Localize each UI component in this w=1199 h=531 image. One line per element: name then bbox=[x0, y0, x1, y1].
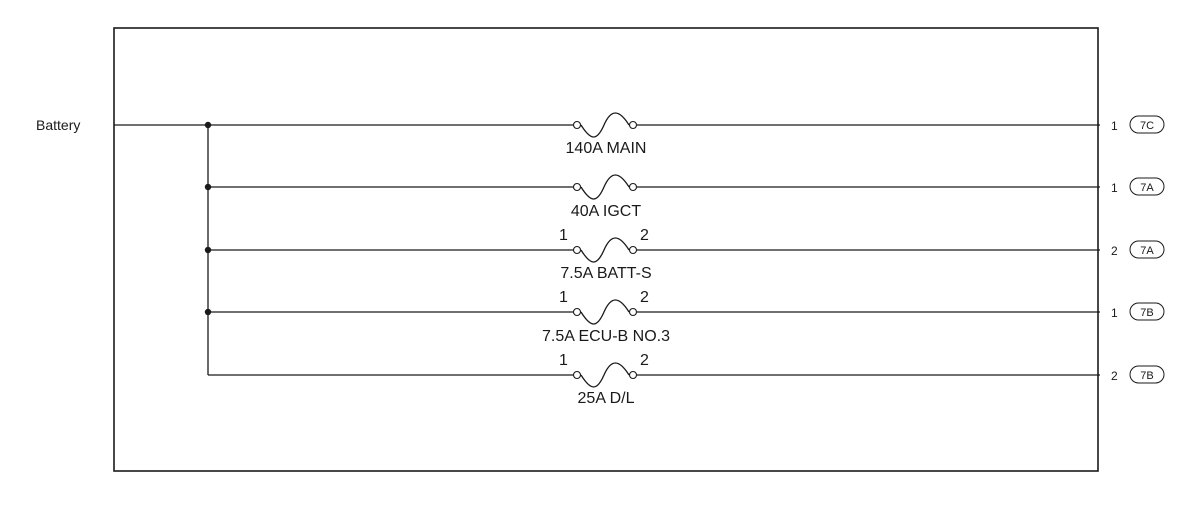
connector-pin: 2 bbox=[1111, 244, 1118, 258]
connector-id: 7C bbox=[1140, 120, 1154, 132]
fuse-icon bbox=[580, 174, 630, 200]
connector-id: 7A bbox=[1140, 182, 1154, 194]
connector-badge bbox=[1129, 115, 1165, 134]
fuse-terminal-in bbox=[572, 307, 582, 317]
connector-pin: 1 bbox=[1111, 306, 1118, 320]
fuse-label: 40A IGCT bbox=[571, 203, 641, 220]
fuse-terminal-out bbox=[628, 182, 638, 192]
fuse-label: 25A D/L bbox=[578, 390, 635, 407]
fuse-icon bbox=[580, 237, 630, 263]
fuse-label: 140A MAIN bbox=[566, 140, 647, 157]
fuse-terminal-in bbox=[572, 120, 582, 130]
connector-badge bbox=[1129, 365, 1165, 384]
fuse-pin-in: 1 bbox=[559, 227, 568, 244]
fuse-terminal-in bbox=[572, 182, 582, 192]
connector-pin: 2 bbox=[1111, 369, 1118, 383]
circuit-25a-dl: 1 2 25A D/L 2 7B bbox=[208, 352, 1165, 407]
connector-badge bbox=[1129, 302, 1165, 321]
circuit-140a-main: 140A MAIN 1 7C bbox=[204, 112, 1165, 157]
fuse-label: 7.5A BATT-S bbox=[560, 265, 651, 282]
fuse-pin-out: 2 bbox=[640, 227, 649, 244]
connector-badge bbox=[1129, 177, 1165, 196]
fuse-terminal-out bbox=[628, 245, 638, 255]
fuse-label: 7.5A ECU-B NO.3 bbox=[542, 328, 670, 345]
fuse-icon bbox=[580, 362, 630, 388]
fuse-icon bbox=[580, 299, 630, 325]
circuit-7-5a-ecu-b-no3: 1 2 7.5A ECU-B NO.3 1 7B bbox=[204, 289, 1165, 345]
circuit-40a-igct: 40A IGCT 1 7A bbox=[204, 174, 1165, 220]
connector-id: 7B bbox=[1140, 370, 1153, 382]
fuse-icon bbox=[580, 112, 630, 138]
fuse-pin-in: 1 bbox=[559, 352, 568, 369]
fuse-terminal-in bbox=[572, 245, 582, 255]
connector-pin: 1 bbox=[1111, 181, 1118, 195]
fuse-terminal-out bbox=[628, 307, 638, 317]
fuse-pin-in: 1 bbox=[559, 289, 568, 306]
connector-badge bbox=[1129, 240, 1165, 259]
fuse-terminal-out bbox=[628, 120, 638, 130]
battery-label: Battery bbox=[36, 117, 80, 133]
connector-id: 7B bbox=[1140, 307, 1153, 319]
fuse-pin-out: 2 bbox=[640, 289, 649, 306]
connector-id: 7A bbox=[1140, 245, 1154, 257]
fuse-terminal-in bbox=[572, 370, 582, 380]
fuse-terminal-out bbox=[628, 370, 638, 380]
circuit-7-5a-batt-s: 1 2 7.5A BATT-S 2 7A bbox=[204, 227, 1165, 282]
fuse-pin-out: 2 bbox=[640, 352, 649, 369]
connector-pin: 1 bbox=[1111, 119, 1118, 133]
